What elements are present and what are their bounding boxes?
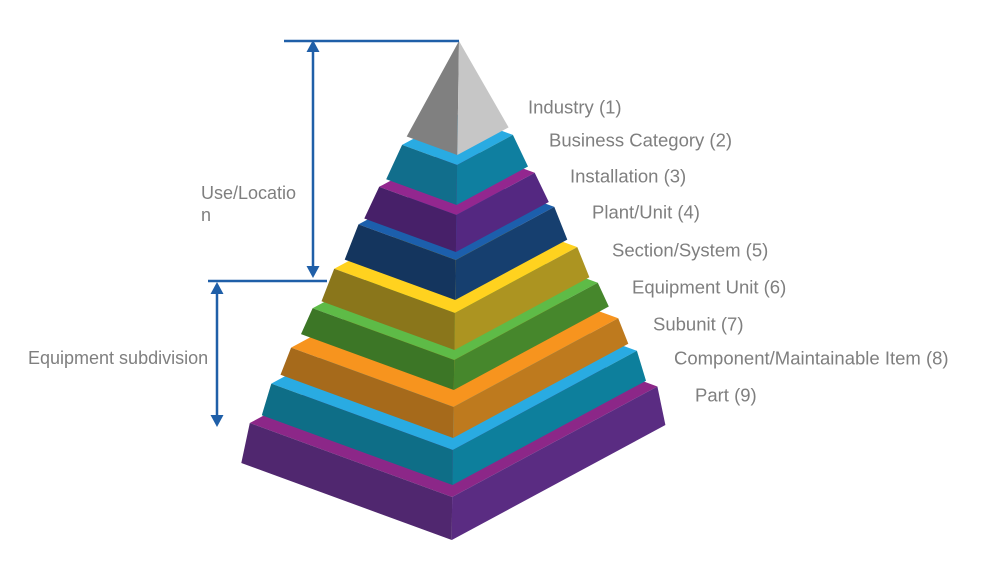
level-label-5: Section/System (5) (612, 240, 768, 261)
level-9-right-face (451, 386, 666, 540)
level-label-9: Part (9) (695, 385, 757, 406)
level-4-left-face (344, 224, 456, 300)
level-6-left-face (301, 308, 455, 390)
level-8-left-face (261, 383, 453, 485)
use-location-label: Use/Locatio n (201, 182, 296, 226)
level-6-right-face (453, 282, 609, 390)
level-5-right-face (454, 247, 590, 350)
level-1-right-face (457, 41, 509, 155)
equipment-subdivision-label: Equipment subdivision (28, 348, 209, 368)
equipment-subdivision-arrowhead-down-icon (210, 415, 224, 427)
level-4-right-face (455, 206, 568, 300)
level-2-left-face (386, 144, 458, 205)
level-3-left-face (364, 186, 457, 252)
level-label-8: Component/Maintainable Item (8) (674, 348, 949, 369)
equipment-subdivision-arrowhead-up-icon (210, 282, 224, 294)
level-label-7: Subunit (7) (653, 314, 744, 335)
use-location-line1: Use/Locatio (201, 183, 297, 203)
level-label-2: Business Category (2) (549, 130, 732, 151)
use-location-arrowhead-up-icon (306, 40, 320, 52)
level-8-right-face (452, 350, 646, 485)
level-label-3: Installation (3) (570, 166, 686, 187)
level-7-left-face (280, 347, 454, 438)
level-1-left-face (406, 41, 459, 155)
level-5-left-face (321, 268, 455, 350)
level-label-6: Equipment Unit (6) (632, 277, 786, 298)
use-location-arrowhead-down-icon (306, 266, 320, 278)
level-9-left-face (241, 423, 453, 540)
level-label-1: Industry (1) (528, 97, 622, 118)
level-7-right-face (453, 318, 629, 438)
use-location-line2: n (201, 205, 212, 225)
level-2-right-face (456, 134, 528, 205)
level-3-right-face (455, 172, 549, 252)
level-label-4: Plant/Unit (4) (592, 202, 700, 223)
